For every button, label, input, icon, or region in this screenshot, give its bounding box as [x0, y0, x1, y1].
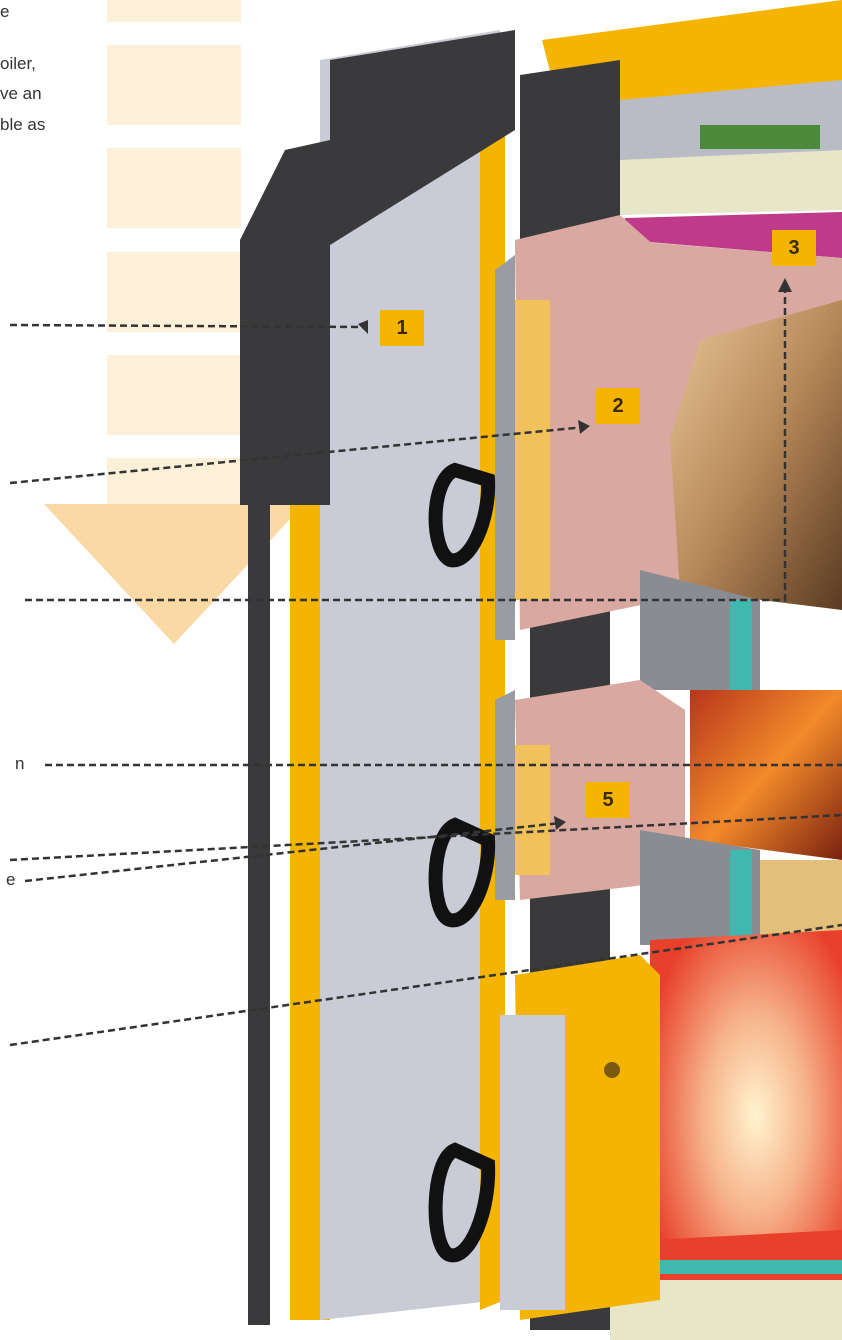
upper-door-hinge-edge — [495, 255, 515, 640]
callout-badge-3: 3 — [772, 230, 816, 266]
upper-door-seal — [510, 300, 550, 600]
middle-door-hinge-edge — [495, 690, 515, 900]
callout-badge-5: 5 — [586, 782, 630, 818]
bottom-water-jacket — [650, 1260, 842, 1274]
door-hinge-plate — [240, 140, 330, 505]
callout-badge-2: 2 — [596, 388, 640, 424]
ember-bed — [690, 690, 842, 860]
casing-front-top — [520, 60, 620, 240]
door-hinge-rod — [248, 505, 270, 1325]
lower-baffle-water-jacket — [730, 850, 752, 945]
label-fragment-low: e — [6, 868, 15, 892]
insulation-layer — [620, 150, 842, 215]
circuit-board — [700, 125, 820, 149]
label-fragment-mid: n — [15, 752, 24, 776]
lower-door-inner — [500, 1015, 565, 1310]
baffle-water-jacket — [730, 600, 752, 690]
lower-door-peephole — [604, 1062, 620, 1078]
callout-badge-1: 1 — [380, 310, 424, 346]
